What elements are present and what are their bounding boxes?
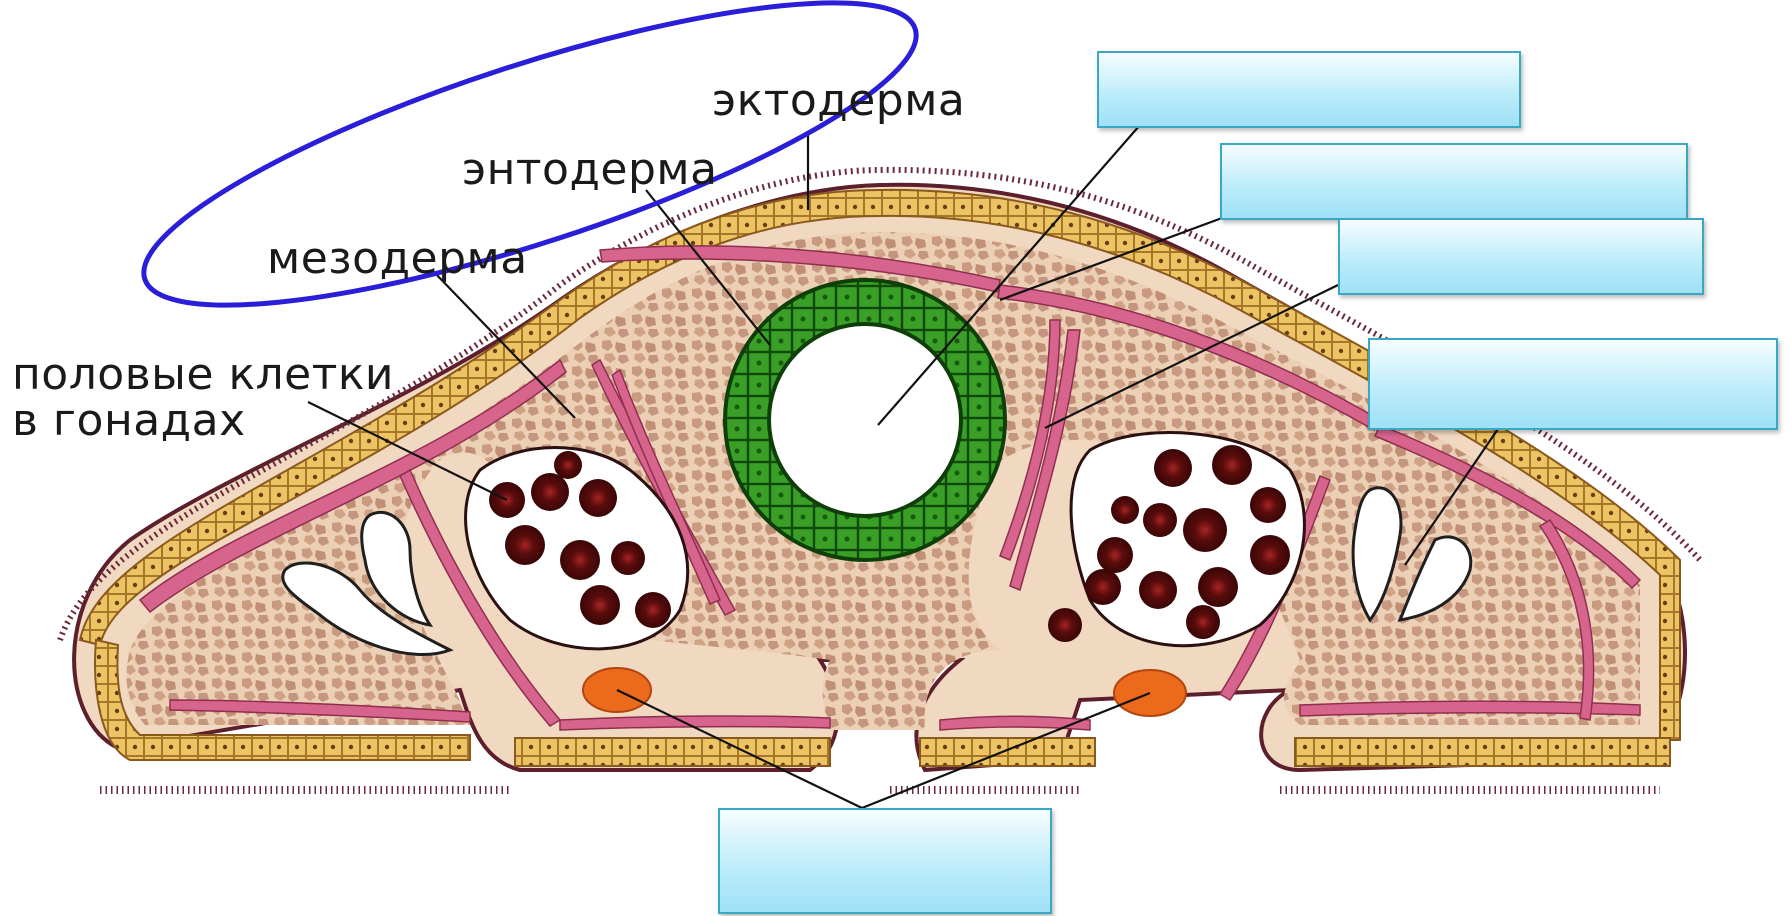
answer-box-muscle-upper[interactable] bbox=[1220, 143, 1688, 220]
label-entoderm: энтодерма bbox=[462, 147, 718, 193]
germ-cell bbox=[1143, 503, 1177, 537]
germ-cell bbox=[1212, 445, 1252, 485]
label-germ-cells-line1: половые клетки bbox=[12, 352, 394, 398]
germ-cell bbox=[1250, 487, 1286, 523]
label-ectoderm: эктодерма bbox=[712, 78, 965, 124]
germ-cell bbox=[560, 540, 600, 580]
germ-cell bbox=[1048, 608, 1082, 642]
answer-box-intestine[interactable] bbox=[1097, 51, 1521, 128]
germ-cell bbox=[1198, 567, 1238, 607]
label-germ-cells-line2: в гонадах bbox=[12, 398, 246, 444]
answer-box-nerve-ganglia[interactable] bbox=[718, 808, 1052, 914]
germ-cell bbox=[531, 473, 569, 511]
germ-cell bbox=[1139, 571, 1177, 609]
germ-cell bbox=[635, 592, 671, 628]
germ-cell bbox=[580, 585, 620, 625]
germ-cell bbox=[1111, 496, 1139, 524]
germ-cell bbox=[1097, 537, 1133, 573]
germ-cell bbox=[611, 541, 645, 575]
intestine bbox=[725, 280, 1005, 560]
label-mesoderm: мезодерма bbox=[267, 236, 528, 282]
germ-cell bbox=[505, 525, 545, 565]
answer-box-flame-cell[interactable] bbox=[1368, 338, 1778, 430]
germ-cell bbox=[1183, 508, 1227, 552]
germ-cell bbox=[1154, 449, 1192, 487]
answer-box-muscle-oblique[interactable] bbox=[1338, 218, 1704, 295]
germ-cell bbox=[1250, 535, 1290, 575]
germ-cell bbox=[1186, 605, 1220, 639]
germ-cell bbox=[1085, 569, 1121, 605]
germ-cell bbox=[579, 479, 617, 517]
germ-cell bbox=[554, 451, 582, 479]
